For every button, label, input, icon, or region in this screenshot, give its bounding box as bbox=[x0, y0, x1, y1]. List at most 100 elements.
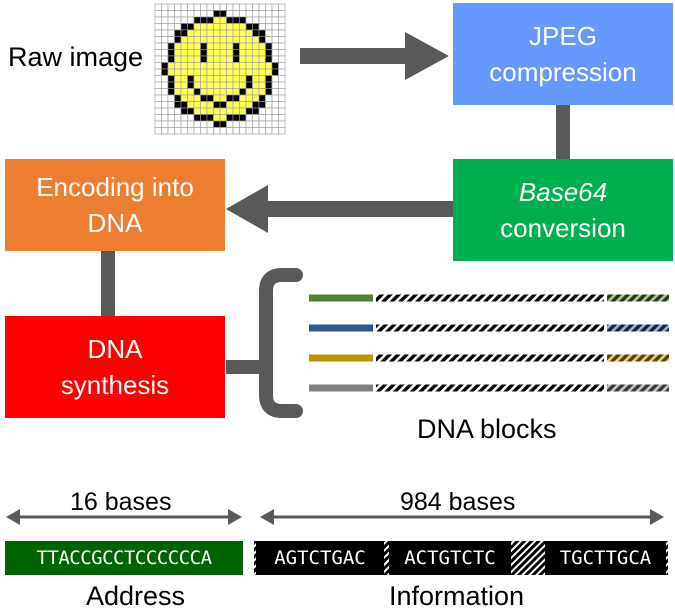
smiley-pixel bbox=[174, 3, 182, 11]
smiley-pixel bbox=[252, 120, 260, 128]
smiley-pixel bbox=[167, 75, 175, 83]
smiley-pixel bbox=[265, 10, 273, 18]
smiley-pixel bbox=[180, 75, 188, 83]
smiley-pixel bbox=[239, 81, 247, 89]
smiley-pixel bbox=[219, 127, 227, 135]
smiley-pixel bbox=[271, 68, 279, 76]
smiley-pixel bbox=[239, 36, 247, 44]
smiley-pixel bbox=[213, 29, 221, 37]
smiley-pixel bbox=[278, 62, 286, 70]
smiley-pixel bbox=[278, 68, 286, 76]
smiley-pixel bbox=[252, 81, 260, 89]
smiley-pixel bbox=[213, 75, 221, 83]
smiley-pixel bbox=[265, 81, 273, 89]
smiley-pixel bbox=[174, 23, 182, 31]
smiley-pixel bbox=[180, 114, 188, 122]
smiley-pixel bbox=[200, 94, 208, 102]
smiley-pixel bbox=[154, 16, 162, 24]
smiley-pixel bbox=[219, 29, 227, 37]
smiley-pixel bbox=[278, 49, 286, 57]
smiley-pixel bbox=[200, 16, 208, 24]
smiley-pixel bbox=[239, 114, 247, 122]
smiley-pixel bbox=[200, 10, 208, 18]
smiley-pixel bbox=[206, 49, 214, 57]
smiley-pixel bbox=[154, 94, 162, 102]
dna-block-address-segment bbox=[309, 354, 373, 362]
smiley-pixel bbox=[206, 36, 214, 44]
smiley-pixel bbox=[278, 101, 286, 109]
smiley-pixel bbox=[245, 55, 253, 63]
smiley-pixel bbox=[187, 75, 195, 83]
smiley-pixel bbox=[219, 68, 227, 76]
smiley-pixel bbox=[232, 49, 240, 57]
smiley-pixel bbox=[239, 127, 247, 135]
smiley-pixel bbox=[174, 62, 182, 70]
smiley-pixel bbox=[206, 29, 214, 37]
smiley-pixel bbox=[232, 68, 240, 76]
smiley-pixel bbox=[161, 16, 169, 24]
smiley-pixel bbox=[239, 55, 247, 63]
dna-block-information-segment bbox=[376, 354, 604, 362]
smiley-pixel bbox=[193, 62, 201, 70]
smiley-pixel bbox=[239, 62, 247, 70]
smiley-pixel bbox=[193, 36, 201, 44]
smiley-pixel bbox=[226, 101, 234, 109]
smiley-pixel bbox=[154, 127, 162, 135]
smiley-pixel bbox=[174, 16, 182, 24]
smiley-pixel bbox=[187, 3, 195, 11]
smiley-pixel bbox=[206, 120, 214, 128]
smiley-pixel bbox=[213, 127, 221, 135]
smiley-pixel bbox=[187, 49, 195, 57]
raw-image-label: Raw image bbox=[8, 42, 144, 72]
smiley-pixel bbox=[258, 42, 266, 50]
dna-block-tail-hatch bbox=[607, 354, 669, 362]
smiley-pixel bbox=[239, 49, 247, 57]
smiley-pixel bbox=[187, 81, 195, 89]
smiley-pixel bbox=[258, 62, 266, 70]
smiley-pixel bbox=[245, 81, 253, 89]
smiley-pixel bbox=[161, 3, 169, 11]
smiley-pixel bbox=[154, 29, 162, 37]
smiley-pixel bbox=[167, 10, 175, 18]
smiley-pixel bbox=[161, 42, 169, 50]
smiley-pixel bbox=[154, 23, 162, 31]
smiley-pixel bbox=[245, 127, 253, 135]
smiley-pixel bbox=[200, 3, 208, 11]
smiley-pixel bbox=[226, 81, 234, 89]
smiley-pixel bbox=[226, 49, 234, 57]
smiley-pixel bbox=[154, 10, 162, 18]
smiley-pixel bbox=[265, 94, 273, 102]
smiley-pixel bbox=[161, 10, 169, 18]
smiley-pixel bbox=[213, 3, 221, 11]
smiley-pixel bbox=[258, 16, 266, 24]
smiley-pixel bbox=[154, 114, 162, 122]
smiley-pixel bbox=[226, 107, 234, 115]
jpeg-node-line2: compression bbox=[489, 57, 637, 87]
smiley-pixel bbox=[180, 81, 188, 89]
smiley-pixel bbox=[265, 107, 273, 115]
smiley-pixel bbox=[226, 120, 234, 128]
smiley-pixel bbox=[193, 114, 201, 122]
smiley-pixel bbox=[187, 36, 195, 44]
smiley-pixel bbox=[232, 3, 240, 11]
smiley-pixel bbox=[226, 88, 234, 96]
smiley-pixel bbox=[252, 68, 260, 76]
synthesis-node-line2: synthesis bbox=[60, 370, 170, 400]
smiley-pixel bbox=[213, 88, 221, 96]
smiley-pixel bbox=[239, 42, 247, 50]
smiley-pixel bbox=[174, 75, 182, 83]
dna-block-tail-hatch bbox=[607, 294, 669, 302]
smiley-pixel bbox=[239, 88, 247, 96]
smiley-pixel bbox=[200, 81, 208, 89]
smiley-pixel bbox=[200, 55, 208, 63]
dna-block-tail-hatch bbox=[607, 384, 669, 392]
smiley-pixel bbox=[187, 101, 195, 109]
synthesis-node-line1: DNA bbox=[87, 334, 143, 364]
smiley-pixel bbox=[245, 114, 253, 122]
smiley-pixel bbox=[278, 114, 286, 122]
smiley-pixel bbox=[239, 23, 247, 31]
smiley-pixel bbox=[206, 23, 214, 31]
smiley-pixel bbox=[193, 94, 201, 102]
smiley-pixel bbox=[278, 23, 286, 31]
smiley-pixel bbox=[206, 127, 214, 135]
